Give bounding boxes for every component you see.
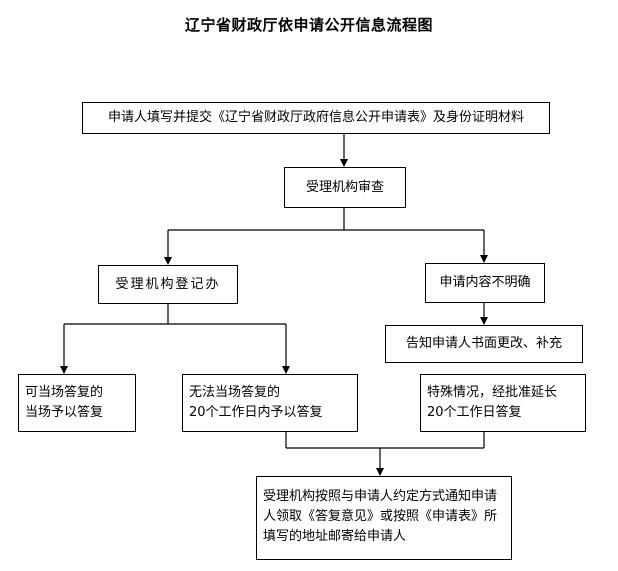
node-deliver-reply: 受理机构按照与申请人约定方式通知申请人领取《答复意见》或按照《申请表》所填写的地… [256,476,512,560]
node-special-extension: 特殊情况，经批准延长 20个工作日答复 [420,374,586,432]
node-special-extension-label: 特殊情况，经批准延长 20个工作日答复 [427,385,558,420]
node-agency-register-label: 受理机构登记办 [115,276,221,292]
node-agency-review: 受理机构审查 [284,167,406,208]
node-notify-change: 告知申请人书面更改、补充 [385,325,583,363]
node-deliver-reply-label: 受理机构按照与申请人约定方式通知申请人领取《答复意见》或按照《申请表》所填写的地… [263,489,498,544]
node-submit-application-label: 申请人填写并提交《辽宁省财政厅政府信息公开申请表》及身份证明材料 [107,110,524,125]
node-answer-within-20-days-label: 无法当场答复的 20个工作日内予以答复 [189,385,323,420]
node-answer-within-20-days: 无法当场答复的 20个工作日内予以答复 [182,374,358,432]
node-notify-change-label: 告知申请人书面更改、补充 [405,336,562,351]
node-answer-on-site: 可当场答复的 当场予以答复 [18,374,136,432]
node-answer-on-site-label: 可当场答复的 当场予以答复 [25,385,104,420]
node-agency-review-label: 受理机构审查 [305,179,384,195]
node-agency-register: 受理机构登记办 [98,265,238,304]
node-request-unclear: 申请内容不明确 [425,263,545,303]
diagram-title: 辽宁省财政厅依申请公开信息流程图 [184,16,433,34]
node-submit-application: 申请人填写并提交《辽宁省财政厅政府信息公开申请表》及身份证明材料 [82,102,550,134]
node-request-unclear-label: 申请内容不明确 [439,275,531,290]
